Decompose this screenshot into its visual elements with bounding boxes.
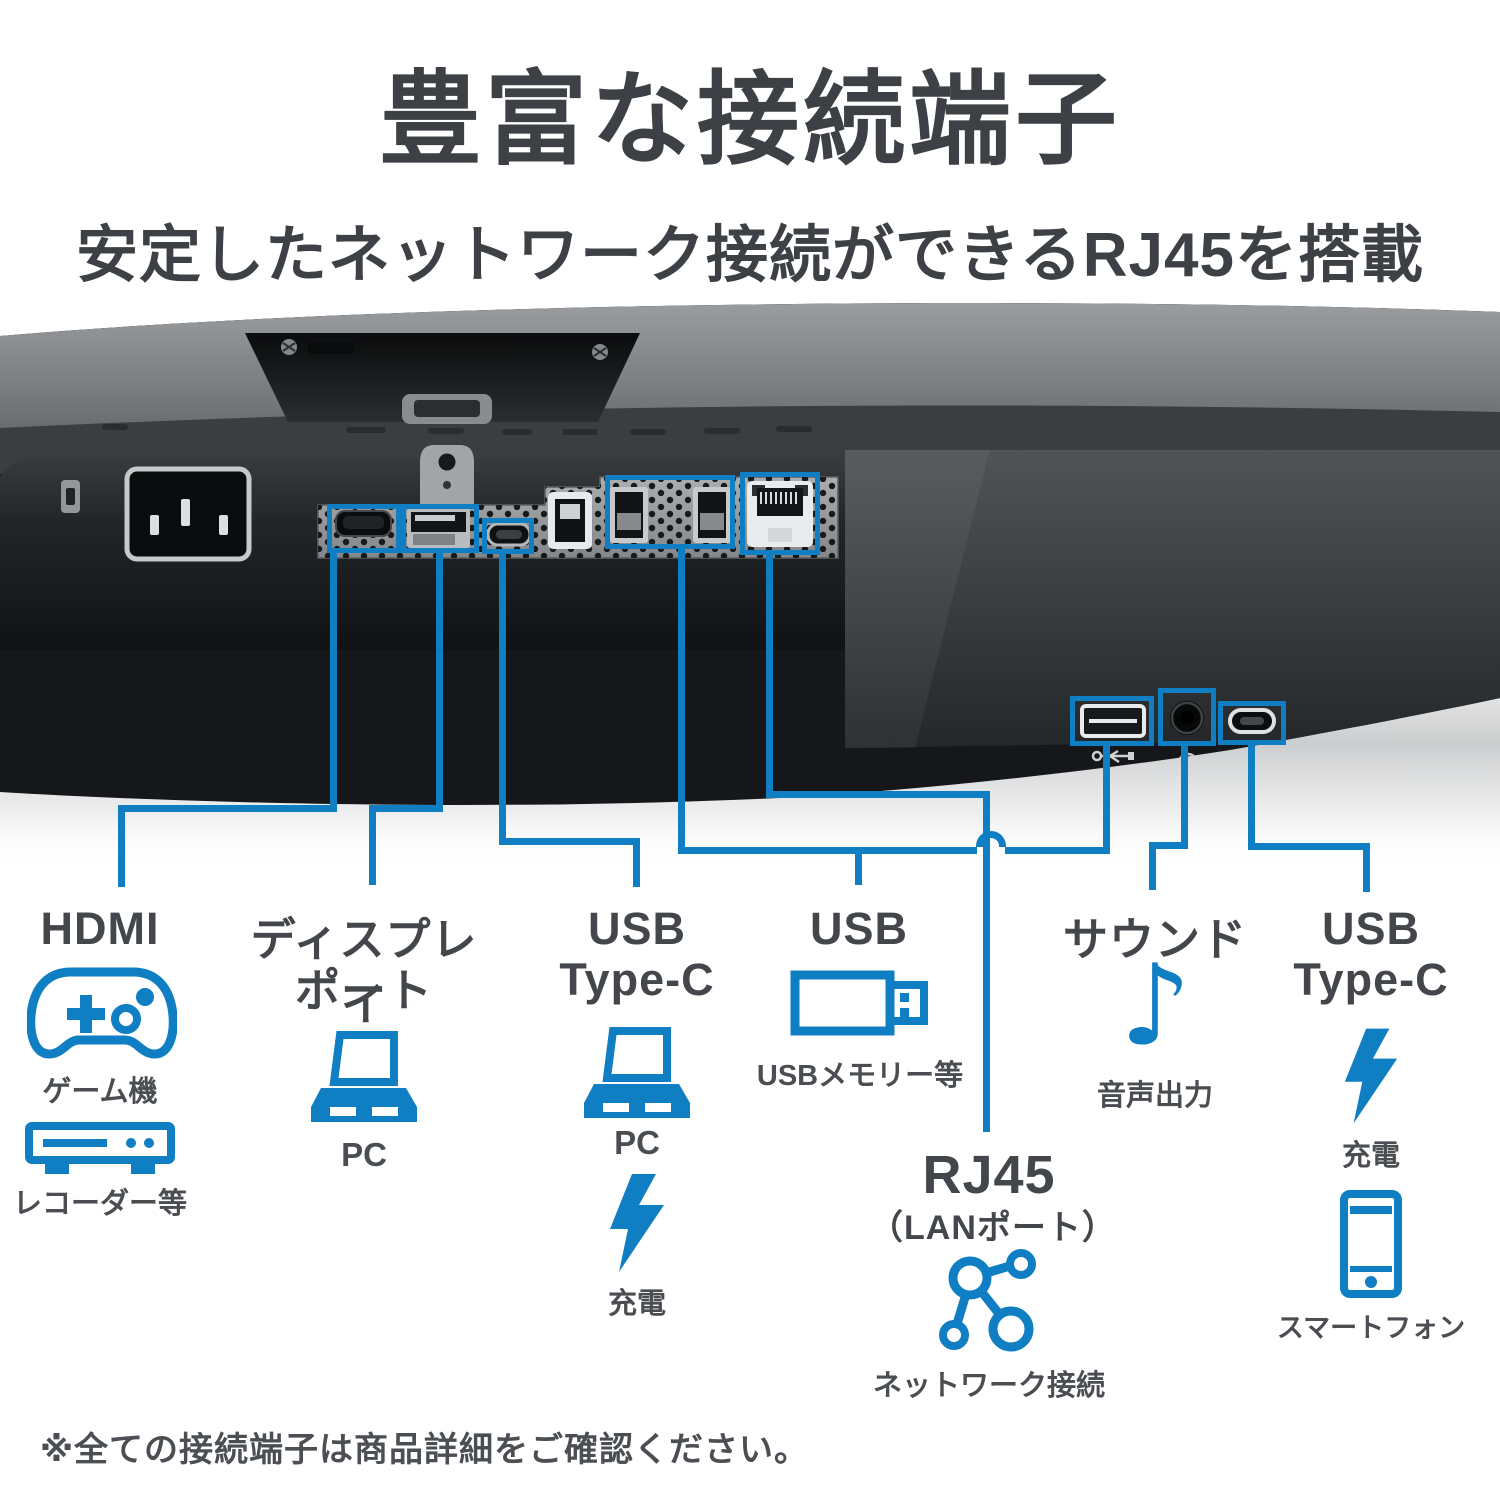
label-usb-c-line2: Type-C [559, 954, 715, 1005]
label-usb-c-line1: USB [587, 903, 686, 954]
label-smartphone: スマートフォン [1276, 1313, 1466, 1343]
callout-line-usb [855, 847, 862, 885]
callout-line-usb-c-side [1248, 843, 1370, 850]
side-usb-c-port [1228, 708, 1276, 734]
highlight-rj45-port [740, 472, 820, 555]
displayport-port [407, 508, 470, 548]
page-title: 豊富な接続端子 [379, 63, 1121, 177]
callout-line-hdmi [330, 552, 337, 812]
label-displayport-line1: ディスプレイ [250, 914, 478, 1030]
callout-line-displayport [369, 805, 443, 812]
callout-line-hdmi [118, 805, 337, 812]
monitor-rear-photo [0, 303, 1500, 860]
footnote: ※全ての接続端子は商品詳細をご確認ください。 [40, 1431, 810, 1469]
vesa-screw [592, 344, 608, 360]
callout-line-usb-c [633, 838, 640, 887]
callout-line-crossover [976, 831, 1006, 847]
callout-line-usb [1005, 847, 1110, 854]
network-icon [939, 1249, 1036, 1352]
vesa-recess [245, 333, 640, 422]
label-usb-c-side-line2: Type-C [1293, 954, 1449, 1005]
label-usb: USB [809, 903, 908, 954]
label-charge: 充電 [1341, 1140, 1400, 1172]
highlight-displayport [401, 504, 479, 553]
label-usb-memory: USBメモリー等 [756, 1060, 964, 1092]
callout-line-usb-c-side [1363, 843, 1370, 892]
hdmi-port [335, 510, 392, 537]
vesa-slot [308, 342, 354, 354]
label-lan-port: （LANポート） [869, 1209, 1117, 1247]
label-audio-output: 音声出力 [1096, 1080, 1213, 1112]
callout-line-rj45 [983, 791, 990, 1132]
power-inlet-port [124, 466, 252, 562]
label-usb-c-side-line1: USB [1321, 903, 1420, 954]
right-bottom-panel [845, 450, 1500, 748]
label-network-connection: ネットワーク接続 [872, 1370, 1105, 1402]
vesa-screw [281, 339, 297, 355]
laptop-icon [584, 1027, 690, 1118]
label-rj45: RJ45 [922, 1145, 1056, 1205]
page-subtitle: 安定したネットワーク接続ができるRJ45を搭載 [76, 221, 1424, 290]
callout-line-rj45 [766, 554, 773, 798]
label-pc: PC [614, 1124, 660, 1161]
usb-a-port [693, 487, 731, 543]
music-note-icon: ♪ [1119, 941, 1192, 1071]
kensington-lock-slot [61, 480, 80, 513]
rj45-port [747, 481, 813, 547]
label-sound: サウンド [1062, 914, 1247, 965]
recorder-icon [25, 1122, 175, 1174]
lock-tab [420, 445, 474, 508]
callout-line-usb [678, 847, 977, 854]
label-recorder: レコーダー等 [12, 1188, 187, 1220]
label-game-console: ゲーム機 [42, 1076, 158, 1108]
highlight-usb-hub-ports [605, 475, 735, 549]
callout-line-sound [1149, 842, 1156, 890]
callout-line-usb [678, 548, 685, 854]
game-controller-icon [27, 967, 177, 1059]
label-displayport-line2: ポート [294, 965, 433, 1016]
label-charge: 充電 [607, 1288, 666, 1320]
lightning-icon [1344, 1028, 1398, 1124]
right-panel-facet [845, 450, 990, 748]
callout-line-displayport [436, 552, 443, 812]
callout-line-displayport [369, 805, 376, 885]
callout-line-hdmi [118, 805, 125, 887]
callout-line-usb-c [499, 838, 640, 845]
side-audio-jack [1170, 701, 1204, 735]
callout-line-sound [1181, 745, 1188, 849]
highlight-usb-c-port [482, 518, 534, 554]
highlight-audio-jack [1158, 688, 1216, 746]
laptop-icon [311, 1031, 417, 1122]
callout-line-sound [1149, 842, 1188, 849]
callout-line-usb-c-side [1248, 744, 1255, 850]
callout-line-usb-c [499, 553, 506, 845]
callout-line-usb [1103, 745, 1110, 854]
smartphone-icon [1340, 1190, 1402, 1298]
highlight-side-usb-c-port [1218, 701, 1286, 745]
usb-memory-icon [790, 970, 928, 1036]
stand-release-latch [402, 394, 492, 424]
usb-a-port [610, 487, 648, 543]
side-usb-a-port [1080, 704, 1146, 738]
usb-b-port [548, 492, 592, 549]
callout-line-rj45 [766, 791, 990, 798]
lightning-icon [610, 1174, 664, 1272]
highlight-hdmi-port [327, 504, 401, 553]
engraved-port-marks [102, 424, 812, 435]
label-pc: PC [341, 1136, 387, 1173]
highlight-side-usb-port [1070, 696, 1154, 746]
label-hdmi: HDMI [40, 903, 160, 954]
